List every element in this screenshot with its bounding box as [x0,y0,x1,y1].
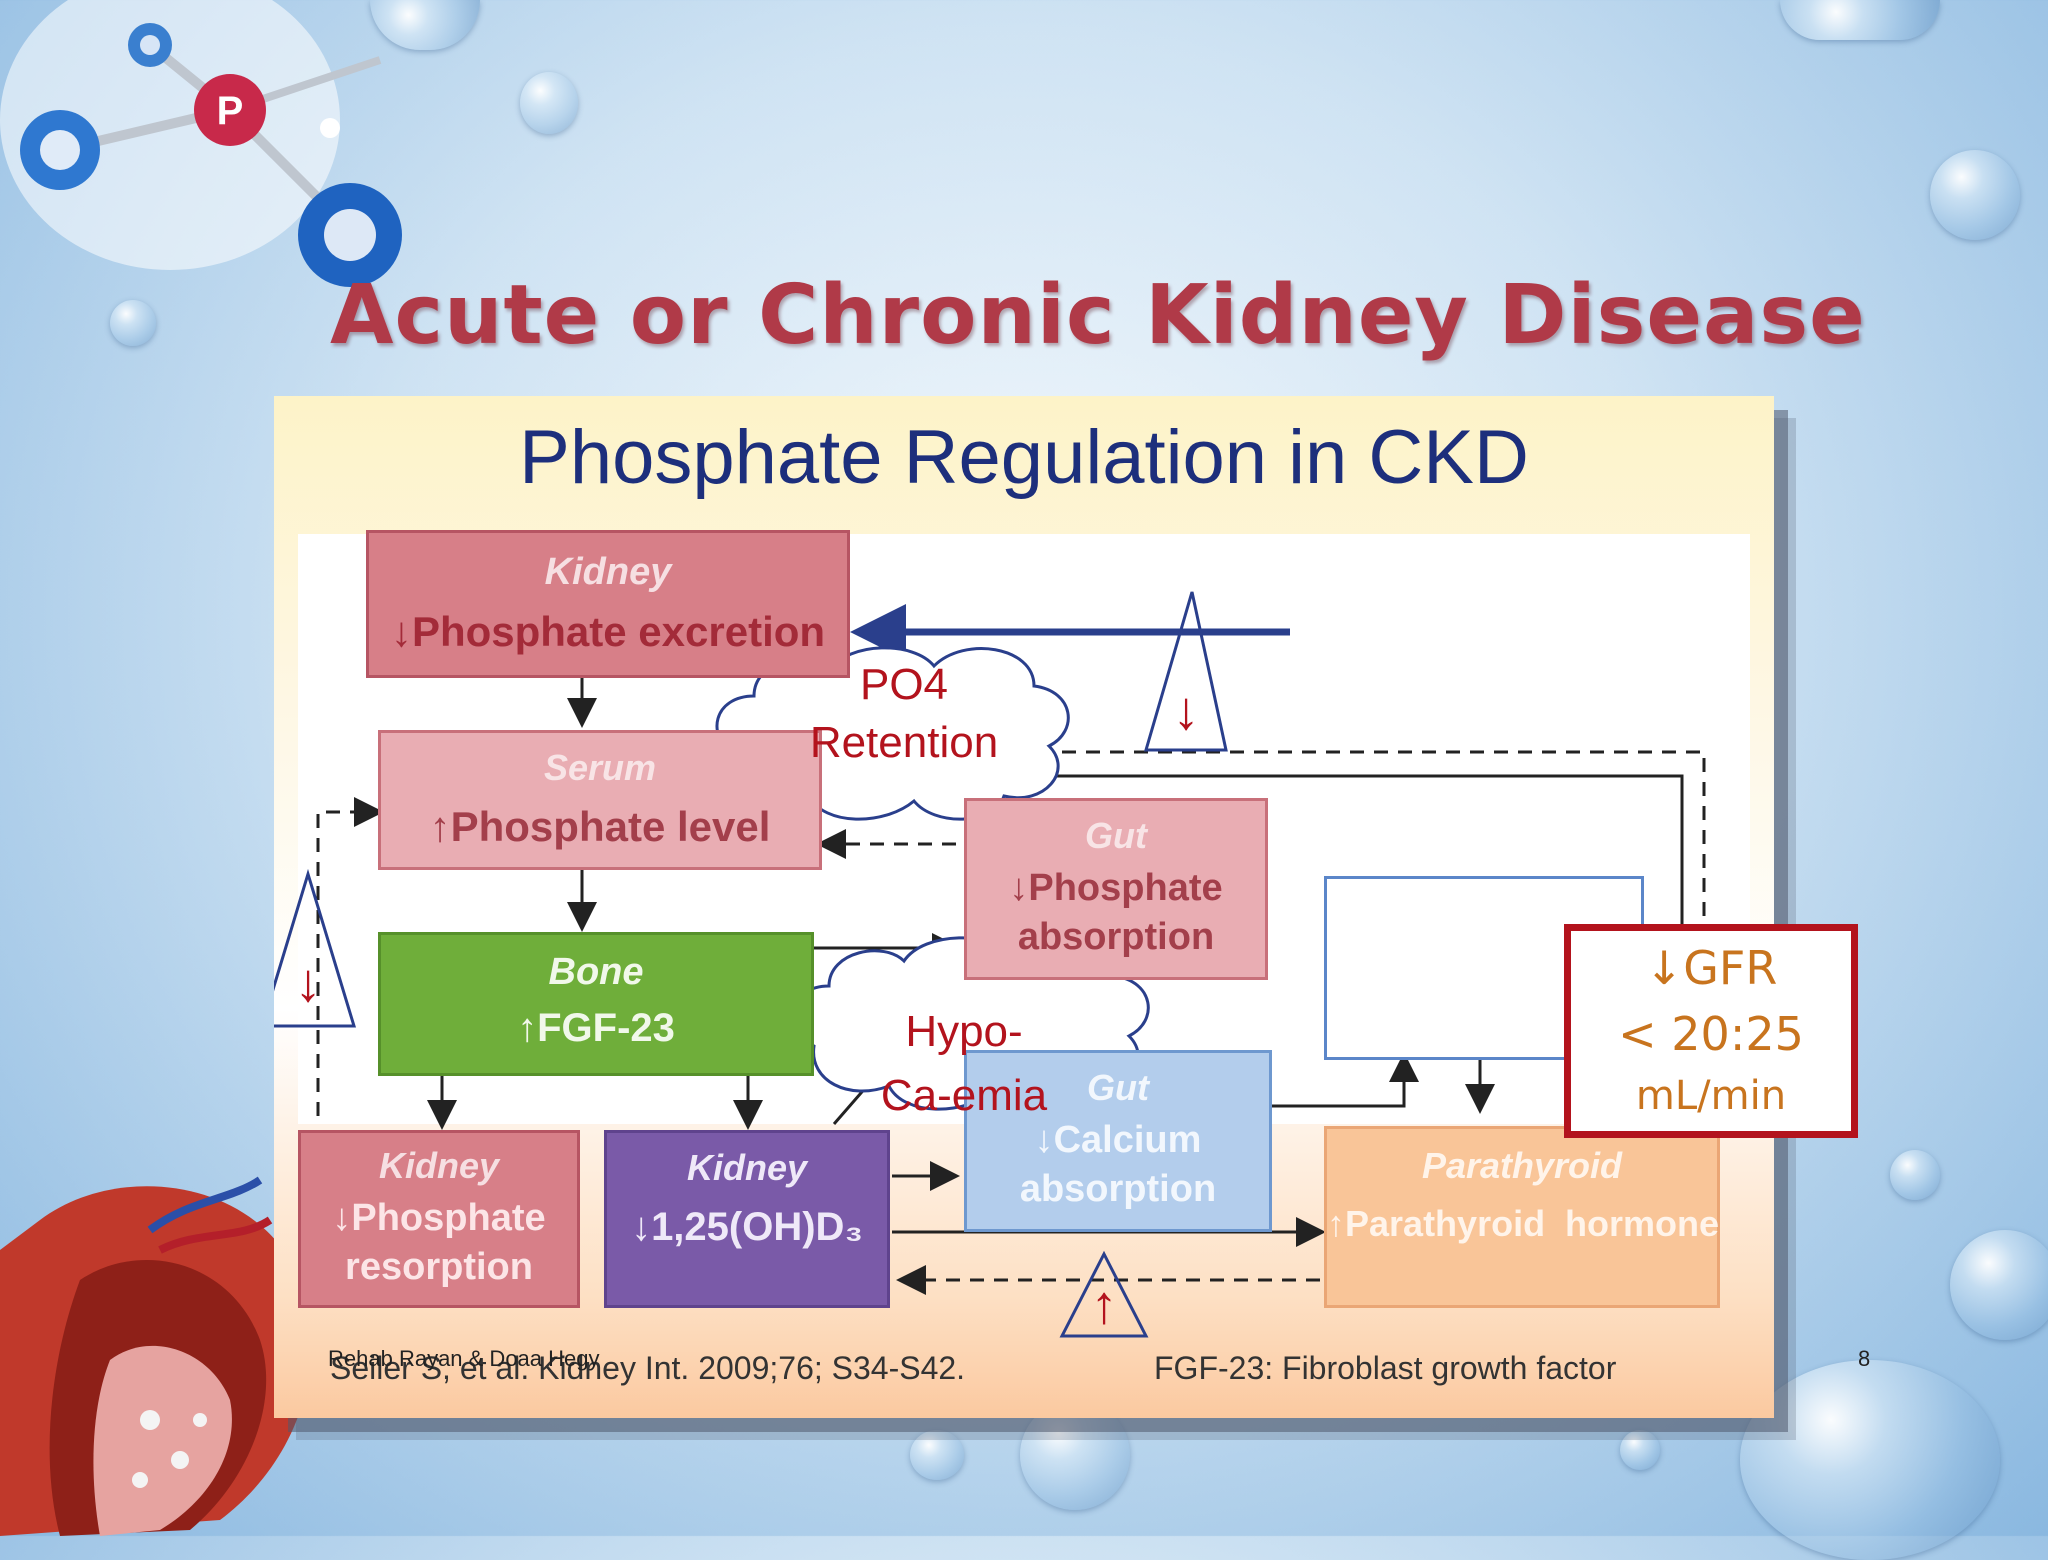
box-kidney-resorption: Kidney ↓Phosphate resorption [298,1130,580,1308]
cloud-po4-line-1: PO4 [859,660,949,709]
box-text: ↑Parathyroid hormone [1327,1203,1720,1244]
box-text: ↓1,25(OH)D₃ [631,1205,863,1249]
box-text: ↓Phosphate [1009,867,1223,909]
box-serum-phosphate: Serum ↑Phosphate level [378,730,822,870]
box-heading: Bone [548,951,644,993]
box-text: absorption [1019,1168,1217,1210]
box-kidney-vitd: Kidney ↓1,25(OH)D₃ [604,1130,890,1308]
box-parathyroid: Parathyroid ↑Parathyroid hormone [1324,1126,1720,1308]
down-arrow-left: ↓ [294,953,322,1013]
box-heading: Kidney [544,551,672,593]
bubble-decoration [1740,1360,2000,1560]
bubble-decoration [1950,1230,2048,1340]
gfr-annotation-box: ↓GFR < 20:25 mL/min [1564,924,1858,1138]
down-arrow-gfr: ↓ [1172,681,1200,741]
box-heading: Kidney [686,1147,808,1188]
slide-title: Acute or Chronic Kidney Disease [330,268,1866,363]
kidney-illustration [0,1176,312,1536]
box-heading: Parathyroid [1421,1145,1623,1186]
gfr-line-3: mL/min [1635,1073,1787,1119]
box-text: resorption [345,1246,533,1288]
up-arrow-bottom: ↑ [1090,1275,1118,1335]
cloud-hypocalcemia: Hypo- Ca-emia [834,1000,1094,1128]
box-heading: Kidney [378,1145,500,1186]
citation: Seiler S, et al. Kidney Int. 2009;76; S3… [330,1350,966,1386]
box-gut-phosphate: Gut ↓Phosphate absorption [964,798,1268,980]
cloud-hypo-line-2: Ca-emia [880,1071,1048,1120]
box-bone-fgf23: Bone ↑FGF-23 [378,932,814,1076]
gfr-line-2: < 20:25 [1618,1007,1804,1061]
molecule-logo: P [0,0,402,287]
box-text: ↑FGF-23 [517,1006,675,1050]
box-text: ↓Calcium [1034,1119,1202,1161]
abbreviation-note: FGF-23: Fibroblast growth factor [1154,1350,1617,1386]
diagram-figure: Phosphate Regulation in CKD [274,396,1858,1418]
cloud-hypo-line-1: Hypo- [905,1007,1023,1056]
bubble-decoration [110,300,156,346]
box-gut-calcium: Gut ↓Calcium absorption [964,1050,1272,1232]
figure-title: Phosphate Regulation in CKD [519,415,1529,500]
cloud-po4-line-2: Retention [809,718,999,767]
bubble-decoration [1930,150,2020,240]
bubble-decoration [1890,1150,1940,1200]
box-kidney-excretion: Kidney ↓Phosphate excretion [366,530,850,678]
bubble-decoration [520,72,578,134]
footer-author: Rehab Rayan & Doaa Hegy [328,1346,600,1371]
bubble-decoration [1620,1430,1660,1470]
box-heading: Gut [1085,815,1147,856]
box-text: absorption [1017,916,1215,958]
svg-text:P: P [217,89,244,133]
bubble-decoration [1780,0,1940,40]
box-text: ↓Phosphate [332,1197,546,1239]
bubble-decoration [1020,1400,1130,1510]
box-text: ↓Phosphate excretion [390,608,826,655]
page-number: 8 [1858,1346,1871,1371]
gfr-line-1: ↓GFR [1644,941,1778,995]
box-heading: Serum [543,747,657,788]
bubble-decoration [910,1430,964,1480]
box-heading: Gut [1087,1067,1149,1108]
cloud-po4-retention: PO4 Retention [754,656,1054,772]
box-text: ↑Phosphate level [429,803,771,850]
